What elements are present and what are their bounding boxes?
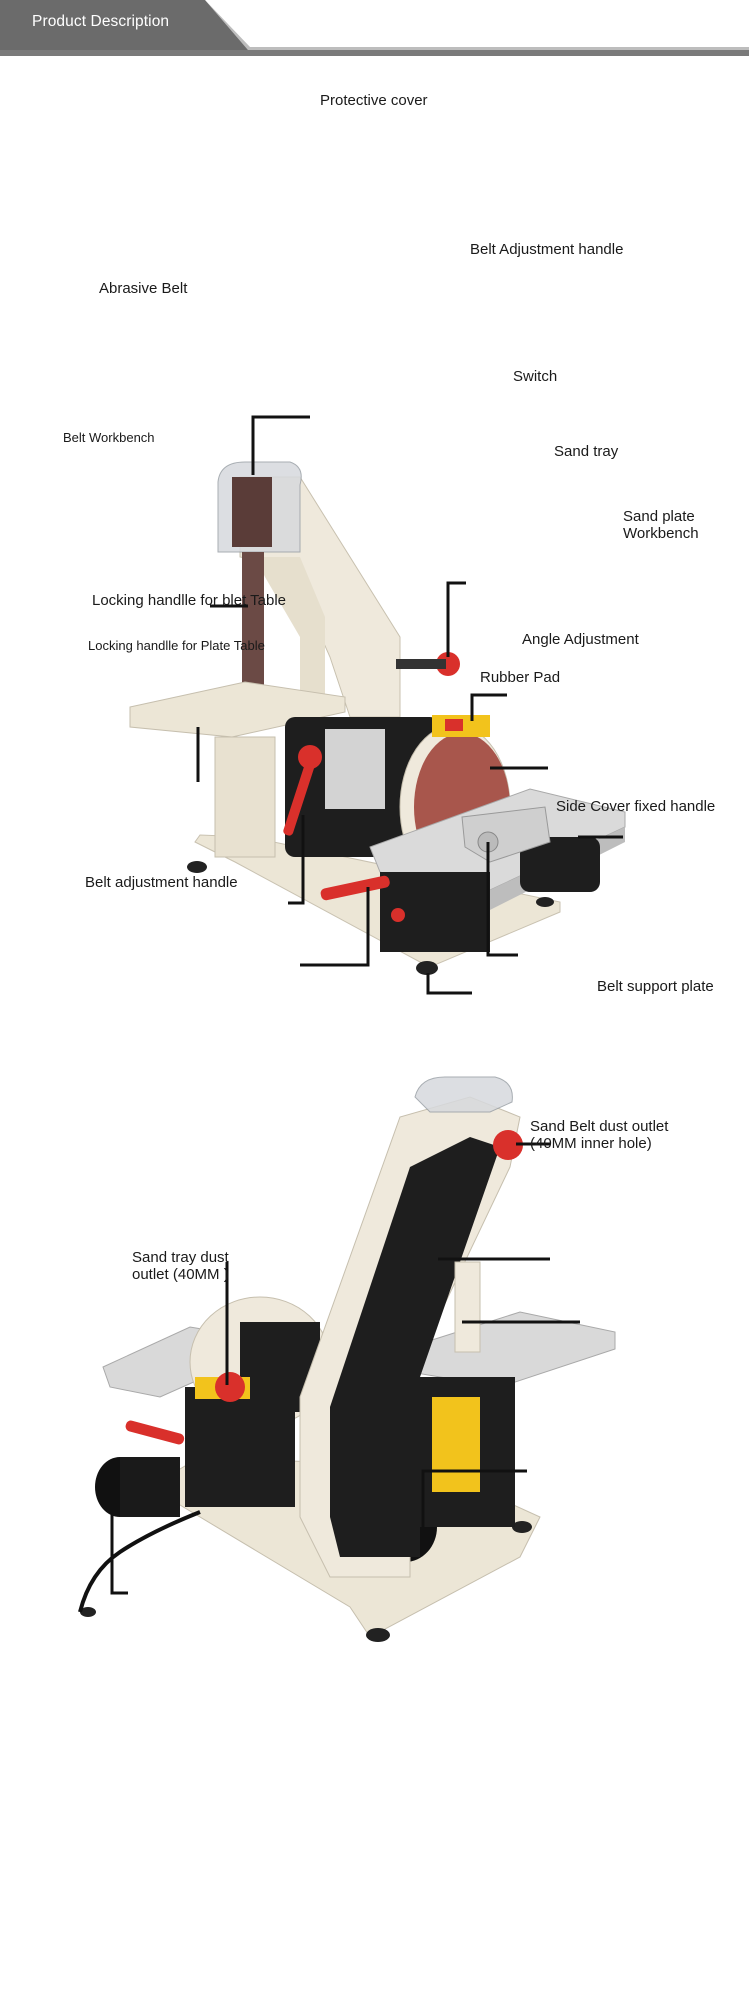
label-sand-plate-workbench-line2: Workbench xyxy=(623,525,699,542)
label-rubber-pad: Rubber Pad xyxy=(480,669,561,686)
header-bar: Product Description xyxy=(0,0,749,60)
header-graphic xyxy=(0,0,749,56)
label-side-cover-fixed-handle: Side Cover fixed handle xyxy=(556,798,716,815)
machine-rear-view xyxy=(78,1076,616,1642)
label-belt-workbench: Belt Workbench xyxy=(63,430,155,445)
label-abrasive-belt: Abrasive Belt xyxy=(99,280,188,297)
label-sand-belt-dust-outlet-line2: (40MM inner hole) xyxy=(530,1135,652,1152)
label-switch: Switch xyxy=(513,368,558,385)
label-sand-tray-dust-outlet-line2: outlet (40MM ) xyxy=(132,1266,229,1283)
label-angle-adjustment: Angle Adjustment xyxy=(522,631,639,648)
label-sand-belt-dust-outlet-line1: Sand Belt dust outlet xyxy=(530,1118,669,1135)
label-belt-adjustment-handle-rear: Belt adjustment handle xyxy=(85,874,238,891)
label-locking-handle-plate-table: Locking handlle for Plate Table xyxy=(88,638,265,653)
label-protective-cover: Protective cover xyxy=(320,92,428,109)
label-belt-support-plate: Belt support plate xyxy=(597,978,714,995)
section-title: Product Description xyxy=(32,13,170,30)
label-sand-plate-workbench-line1: Sand plate xyxy=(623,508,695,525)
machine-front-view xyxy=(129,415,626,995)
label-sand-tray-dust-outlet-line1: Sand tray dust xyxy=(132,1249,229,1266)
label-sand-tray: Sand tray xyxy=(554,443,619,460)
label-belt-adjustment-handle: Belt Adjustment handle xyxy=(470,241,624,258)
label-locking-handle-belt-table: Locking handlle for blet Table xyxy=(92,592,287,609)
